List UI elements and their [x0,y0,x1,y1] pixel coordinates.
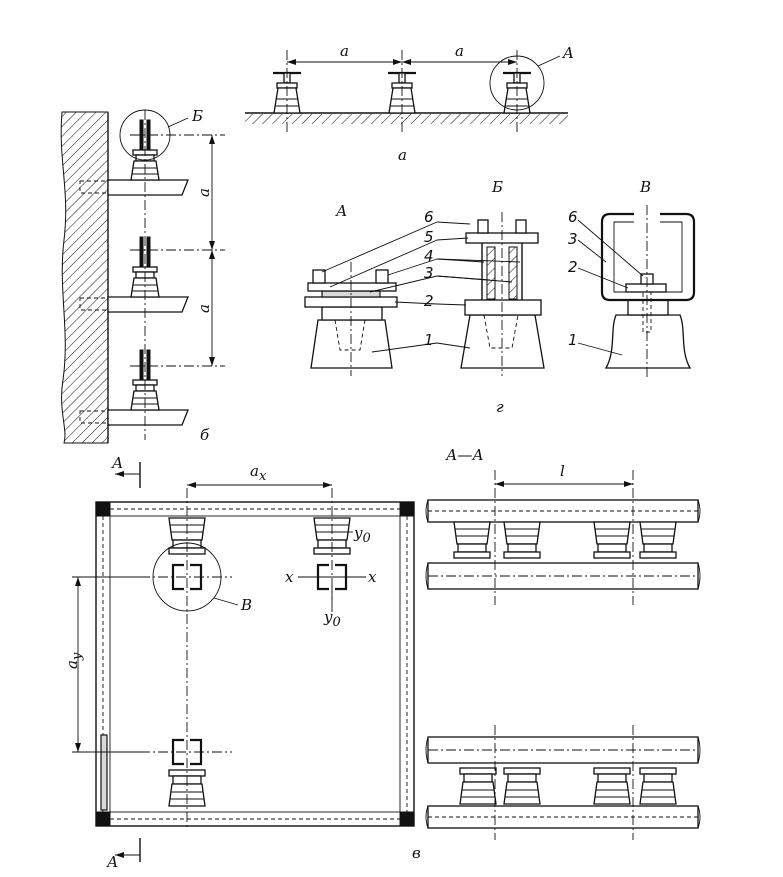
caption-g: г [496,398,504,416]
part-3-v: 3 [568,230,578,248]
dim-a-left: a [340,42,349,60]
view-v: В x x y0 y0 ax ay А А в [63,454,421,871]
part-3: 3 [424,264,434,282]
dim-a-vert-top: a [195,188,213,197]
callout-circle-a [489,55,545,111]
section-aa-title: А—А [445,446,484,464]
section-aa: А—А [425,446,701,840]
caption-b: б [200,426,210,444]
details-g: А Б В [304,178,696,416]
detail-a-title: А [335,202,347,220]
callout-b: Б [191,107,203,125]
part-2-v: 2 [568,258,578,276]
section-marker-bottom: А [106,853,118,871]
part-4: 4 [424,247,434,265]
callout-circle-b [119,109,171,161]
callout-v: В [240,596,252,614]
dim-l: l [560,462,565,480]
part-1-v: 1 [568,331,578,349]
callout-circle-v [152,542,222,612]
section-marker-top: А [111,454,123,472]
part-1: 1 [424,331,434,349]
view-a: a a A а [245,42,574,164]
detail-v-title: В [639,178,651,196]
part-6-a: 6 [424,208,434,226]
callout-a: A [561,44,574,62]
view-b: a a Б б [60,107,225,444]
axis-y0-top: y0 [353,524,371,546]
dim-a-right: a [455,42,464,60]
dim-a-vert-bottom: a [195,304,213,313]
dim-ay: ay [63,652,85,669]
detail-b-title: Б [491,178,503,196]
dim-ax: ax [250,462,267,484]
part-2: 2 [424,292,434,310]
caption-v: в [412,844,421,862]
caption-a: а [398,146,407,164]
axis-x-left: x [285,568,294,586]
axis-x-right: x [368,568,377,586]
part-6-v: 6 [568,208,578,226]
part-5: 5 [424,228,434,246]
axis-y0-bottom: y0 [323,608,341,630]
